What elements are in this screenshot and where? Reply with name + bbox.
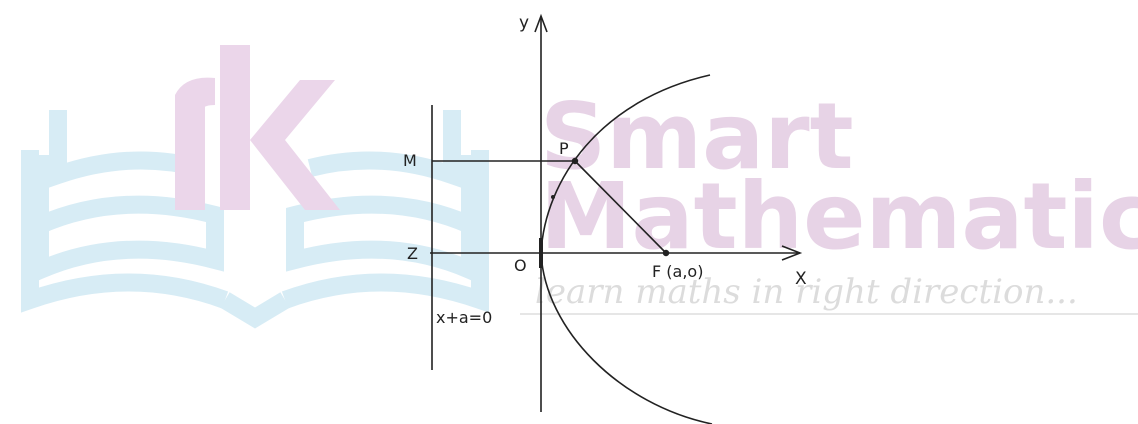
book-logo-icon xyxy=(21,110,489,329)
watermark-line2: Mathematics xyxy=(540,163,1138,270)
point-p-dot xyxy=(571,157,579,165)
points xyxy=(551,157,670,257)
label-p: P xyxy=(559,139,569,158)
y-axis-arrowhead-icon xyxy=(534,13,548,33)
watermark: Smart Mathematics learn maths in right d… xyxy=(21,45,1138,329)
label-z: Z xyxy=(407,244,418,263)
x-axis-arrowhead-icon xyxy=(781,245,803,261)
label-y-axis: y xyxy=(519,13,529,33)
point-f-dot xyxy=(662,249,670,257)
label-directrix: x+a=0 xyxy=(436,308,492,327)
watermark-tagline: learn maths in right direction... xyxy=(535,272,1078,312)
logo-letters-icon xyxy=(175,45,340,210)
label-origin: O xyxy=(514,256,527,275)
label-x-axis: X xyxy=(795,269,807,289)
watermark-line1: Smart xyxy=(540,83,854,190)
parabola-diagram xyxy=(430,13,803,424)
label-m: M xyxy=(403,151,417,170)
curve-dot xyxy=(551,195,555,199)
segment-pf xyxy=(574,160,667,254)
label-focus: F (a,o) xyxy=(652,262,703,281)
